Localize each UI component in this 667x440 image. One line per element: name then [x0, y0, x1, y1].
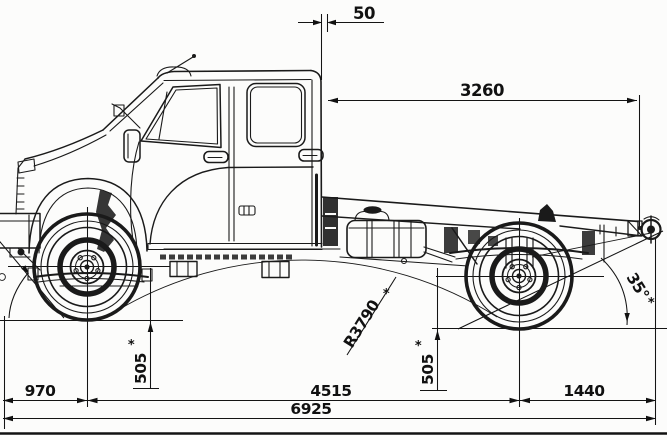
- front-door-handle: [203, 150, 229, 164]
- frame-bracket: [538, 204, 556, 222]
- rear-wheel: [464, 221, 574, 331]
- dim-1440-label: 1440: [563, 382, 605, 400]
- dim-50-label: 50: [353, 4, 375, 23]
- pass-radius-star: *: [383, 287, 390, 302]
- dim-wheelbase-label: 4515: [310, 382, 351, 400]
- truck-frame: [160, 196, 639, 279]
- dimension-lines: [3, 19, 656, 422]
- approach-angle-construction: [0, 240, 65, 319]
- tow-hitch: [627, 215, 662, 244]
- cab-rear-mount: [323, 197, 338, 246]
- departure-angle-star: *: [648, 296, 655, 311]
- pass-radius-arc: [112, 259, 498, 356]
- clipped-degree-glyph: [0, 273, 6, 281]
- fuel-tank: [346, 206, 456, 263]
- dim-970-label: 970: [25, 382, 57, 400]
- clearance-rear-star: *: [415, 339, 422, 354]
- dimension-labels: 50 3260 970 4515 1440 6925 505 * 505 * R…: [25, 4, 656, 418]
- front-wheel: [32, 212, 142, 322]
- pass-radius-label: R3790: [340, 296, 384, 351]
- clearance-front-star: *: [128, 338, 135, 353]
- crew-door-handle: [298, 148, 324, 162]
- dim-3260-label: 3260: [460, 81, 504, 100]
- dim-6925-label: 6925: [290, 400, 331, 418]
- dim-clearance-front-label: 505: [132, 353, 150, 384]
- truck-cab: [0, 54, 324, 258]
- dim-clearance-rear-label: 505: [419, 354, 437, 385]
